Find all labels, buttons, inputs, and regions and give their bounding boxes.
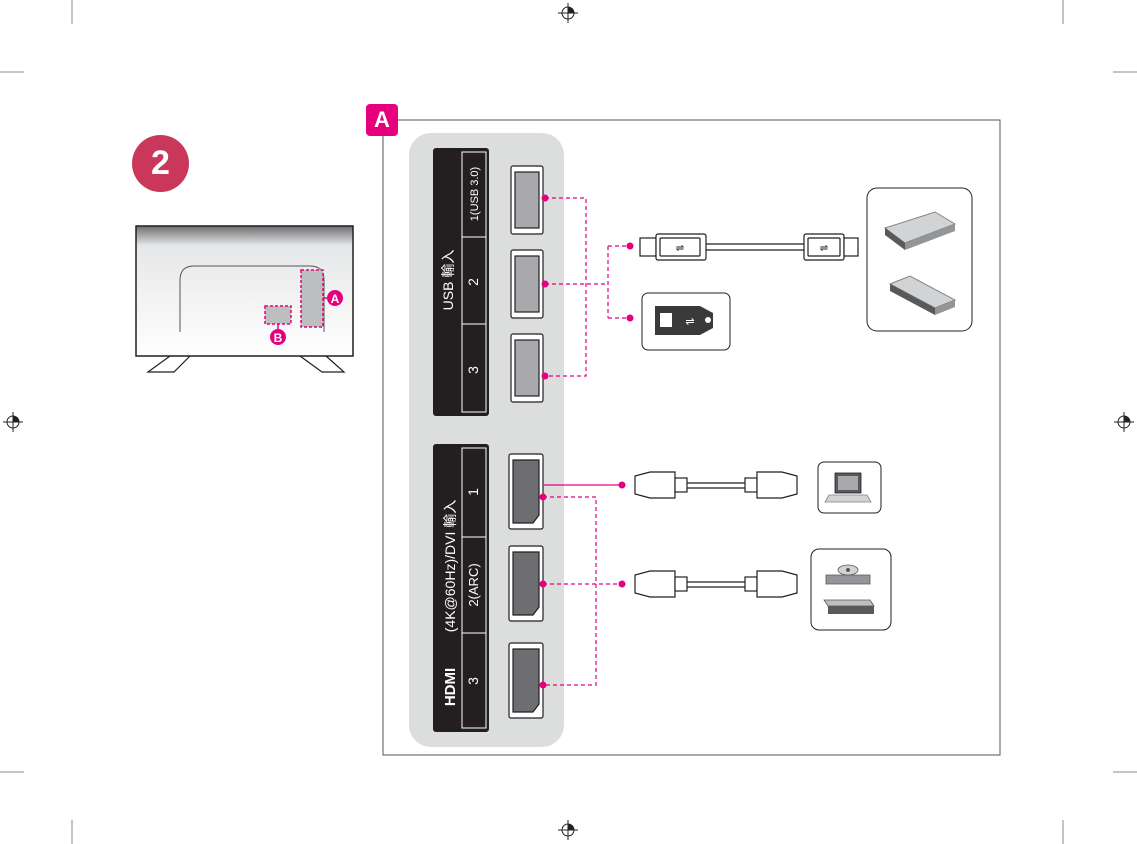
usb-hub-icon	[888, 275, 957, 315]
hdmi-port-3-label: 3	[465, 677, 481, 685]
usb-flash-drive-icon: ⇌	[641, 292, 731, 351]
tv-label-b: B	[274, 331, 283, 345]
hdmi-logo: HDMI	[442, 668, 459, 706]
hdmi-port-2-label: 2(ARC)	[466, 563, 481, 606]
svg-text:⇌: ⇌	[820, 243, 828, 254]
hdmi-group-title: (4K@60Hz)/DVI 輸入	[442, 500, 458, 632]
usb-port-2	[510, 249, 544, 319]
usb-port-3	[510, 333, 544, 403]
svg-text:⇌: ⇌	[676, 243, 684, 254]
step-number: 2	[132, 135, 189, 192]
hdmi-port-2	[508, 545, 544, 622]
usb-cable-icon: ⇌ ⇌	[639, 233, 859, 261]
hdmi-port-3	[508, 642, 544, 719]
usb-port-3-label: 3	[465, 366, 481, 374]
hdmi-port-1	[508, 453, 544, 530]
hdmi-cable-icon	[634, 471, 798, 499]
tv-label-a: A	[331, 292, 340, 306]
usb-group-title: USB 輸入	[440, 250, 456, 311]
set-top-box-icon	[823, 599, 875, 614]
svg-text:⇌: ⇌	[685, 316, 694, 328]
hdmi-cable-icon	[634, 570, 798, 598]
usb-port-1	[510, 165, 544, 235]
hdmi-port-1-label: 1	[465, 488, 481, 496]
dvd-player-icon	[810, 548, 892, 631]
tv-back-illustration: A B	[135, 225, 354, 373]
laptop-icon	[817, 461, 882, 514]
section-badge-a: A	[366, 104, 398, 136]
usb-port-2-label: 2	[465, 278, 481, 286]
usb-connection-lines	[545, 197, 628, 377]
usb-port-1-label: 1(USB 3.0)	[469, 167, 481, 221]
external-hdd-icon	[866, 187, 973, 332]
